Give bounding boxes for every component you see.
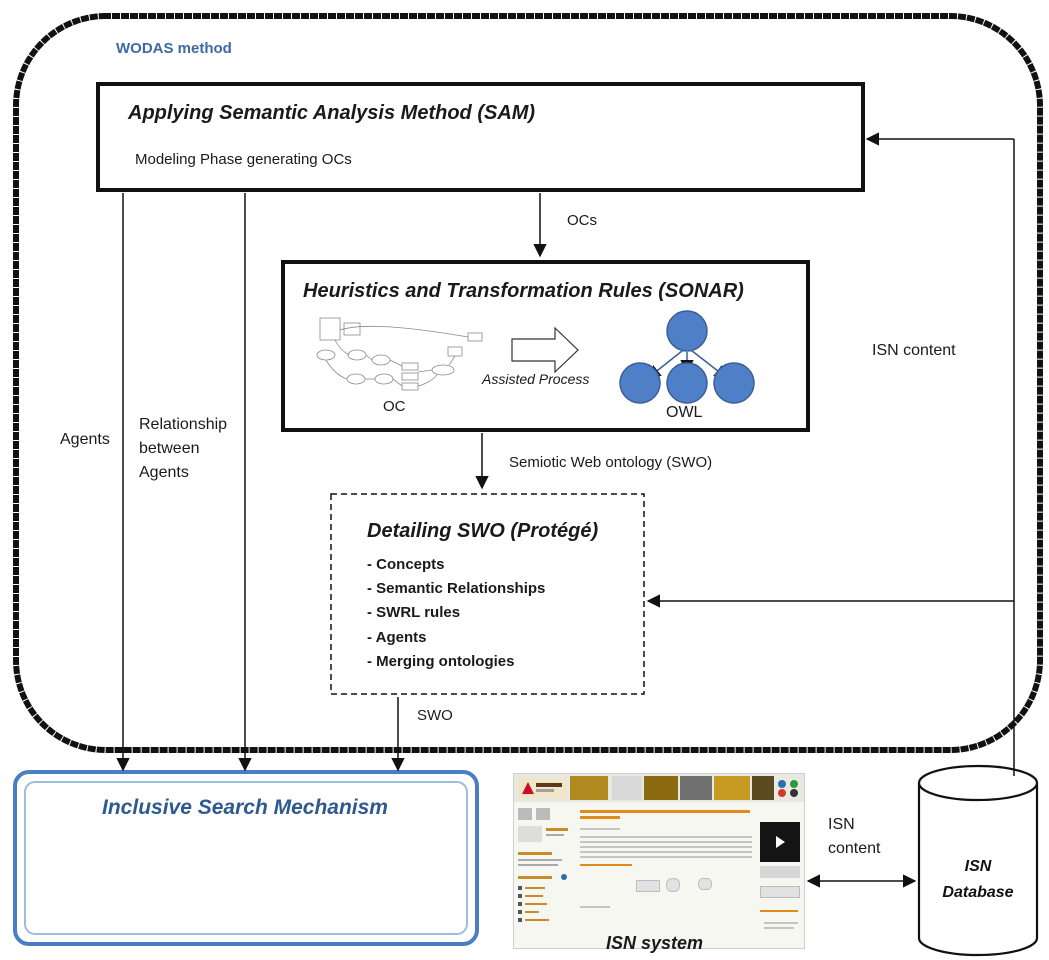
isn-video-controls[interactable]: [760, 866, 800, 878]
header-photo: [644, 776, 678, 800]
sam-title: Applying Semantic Analysis Method (SAM): [128, 102, 536, 124]
isn-text-line: [580, 856, 752, 858]
swo-edge-label: SWO: [417, 707, 453, 724]
swo-item: - Semantic Relationships: [367, 580, 546, 597]
ocs-edge-label: OCs: [567, 212, 597, 229]
sam-box: [96, 82, 865, 192]
sam-subtitle: Modeling Phase generating OCs: [135, 151, 352, 168]
ism-title: Inclusive Search Mechanism: [102, 796, 388, 819]
isn-widget[interactable]: [666, 878, 680, 892]
swo-detail-box: [330, 493, 645, 695]
isn-text-line: [580, 836, 752, 838]
header-photo: [612, 776, 642, 800]
isn-text-line: [580, 906, 610, 908]
isn-system-caption: ISN system: [606, 933, 704, 953]
isn-system-screenshot: [513, 773, 805, 949]
isn-text-line: [580, 828, 620, 830]
isn-content-top-label: ISN content: [872, 342, 956, 359]
swo-detail-title: Detailing SWO (Protégé): [367, 520, 599, 542]
isn-video-player[interactable]: [760, 822, 800, 862]
owl-node-left: [619, 362, 661, 404]
owl-node-middle: [666, 362, 708, 404]
assisted-process-arrow: [511, 326, 579, 374]
isn-text-line: [580, 846, 752, 848]
header-photo: [714, 776, 750, 800]
wodas-method-label: WODAS method: [116, 40, 232, 57]
owl-node-right: [713, 362, 755, 404]
header-photo: [570, 776, 608, 800]
isn-widget[interactable]: [698, 878, 712, 890]
owl-label: OWL: [666, 404, 703, 421]
isn-text-line: [580, 851, 752, 853]
vila-logo-icon: [518, 778, 566, 798]
isn-widget[interactable]: [636, 880, 660, 892]
sonar-title: Heuristics and Transformation Rules (SON…: [303, 280, 744, 302]
isn-link[interactable]: [580, 864, 632, 866]
relationship-label-line1: Relationship: [139, 416, 228, 433]
ism-box-outer: [13, 770, 479, 946]
play-icon[interactable]: [776, 836, 785, 848]
database-label-line2: Database: [942, 884, 1014, 901]
accessibility-icons[interactable]: [776, 778, 802, 798]
swo-item: - Concepts: [367, 556, 445, 573]
header-photo: [752, 776, 774, 800]
relationship-label-line3: Agents: [139, 464, 189, 481]
assisted-process-label: Assisted Process: [482, 371, 590, 387]
oc-label: OC: [383, 398, 406, 415]
isn-text-line: [764, 927, 794, 929]
isn-database-cylinder: [917, 764, 1039, 957]
owl-graph: [619, 310, 755, 404]
swo-item: - SWRL rules: [367, 604, 461, 621]
swo-item: - Merging ontologies: [367, 653, 515, 670]
wodas-method-boundary: [13, 13, 1043, 753]
isn-content-bottom-line2: content: [828, 840, 881, 857]
isn-section-heading: [760, 910, 798, 912]
isn-content-bottom-line1: ISN: [828, 816, 855, 833]
isn-sidebar: [518, 808, 568, 922]
agents-edge-label: Agents: [60, 431, 110, 448]
header-photo: [680, 776, 712, 800]
isn-search-box[interactable]: [760, 886, 800, 898]
relationship-label-line2: between: [139, 440, 200, 457]
isn-post-title: [580, 816, 620, 819]
ism-box-inner: [24, 781, 468, 935]
oc-diagram-thumbnail: [316, 317, 483, 391]
owl-node-root: [666, 310, 708, 352]
semiotic-web-ontology-label: Semiotic Web ontology (SWO): [509, 454, 713, 471]
database-label-line1: ISN: [964, 858, 992, 875]
isn-text-line: [764, 922, 798, 924]
swo-item: - Agents: [367, 629, 427, 646]
isn-post-title: [580, 810, 750, 813]
isn-text-line: [580, 841, 752, 843]
